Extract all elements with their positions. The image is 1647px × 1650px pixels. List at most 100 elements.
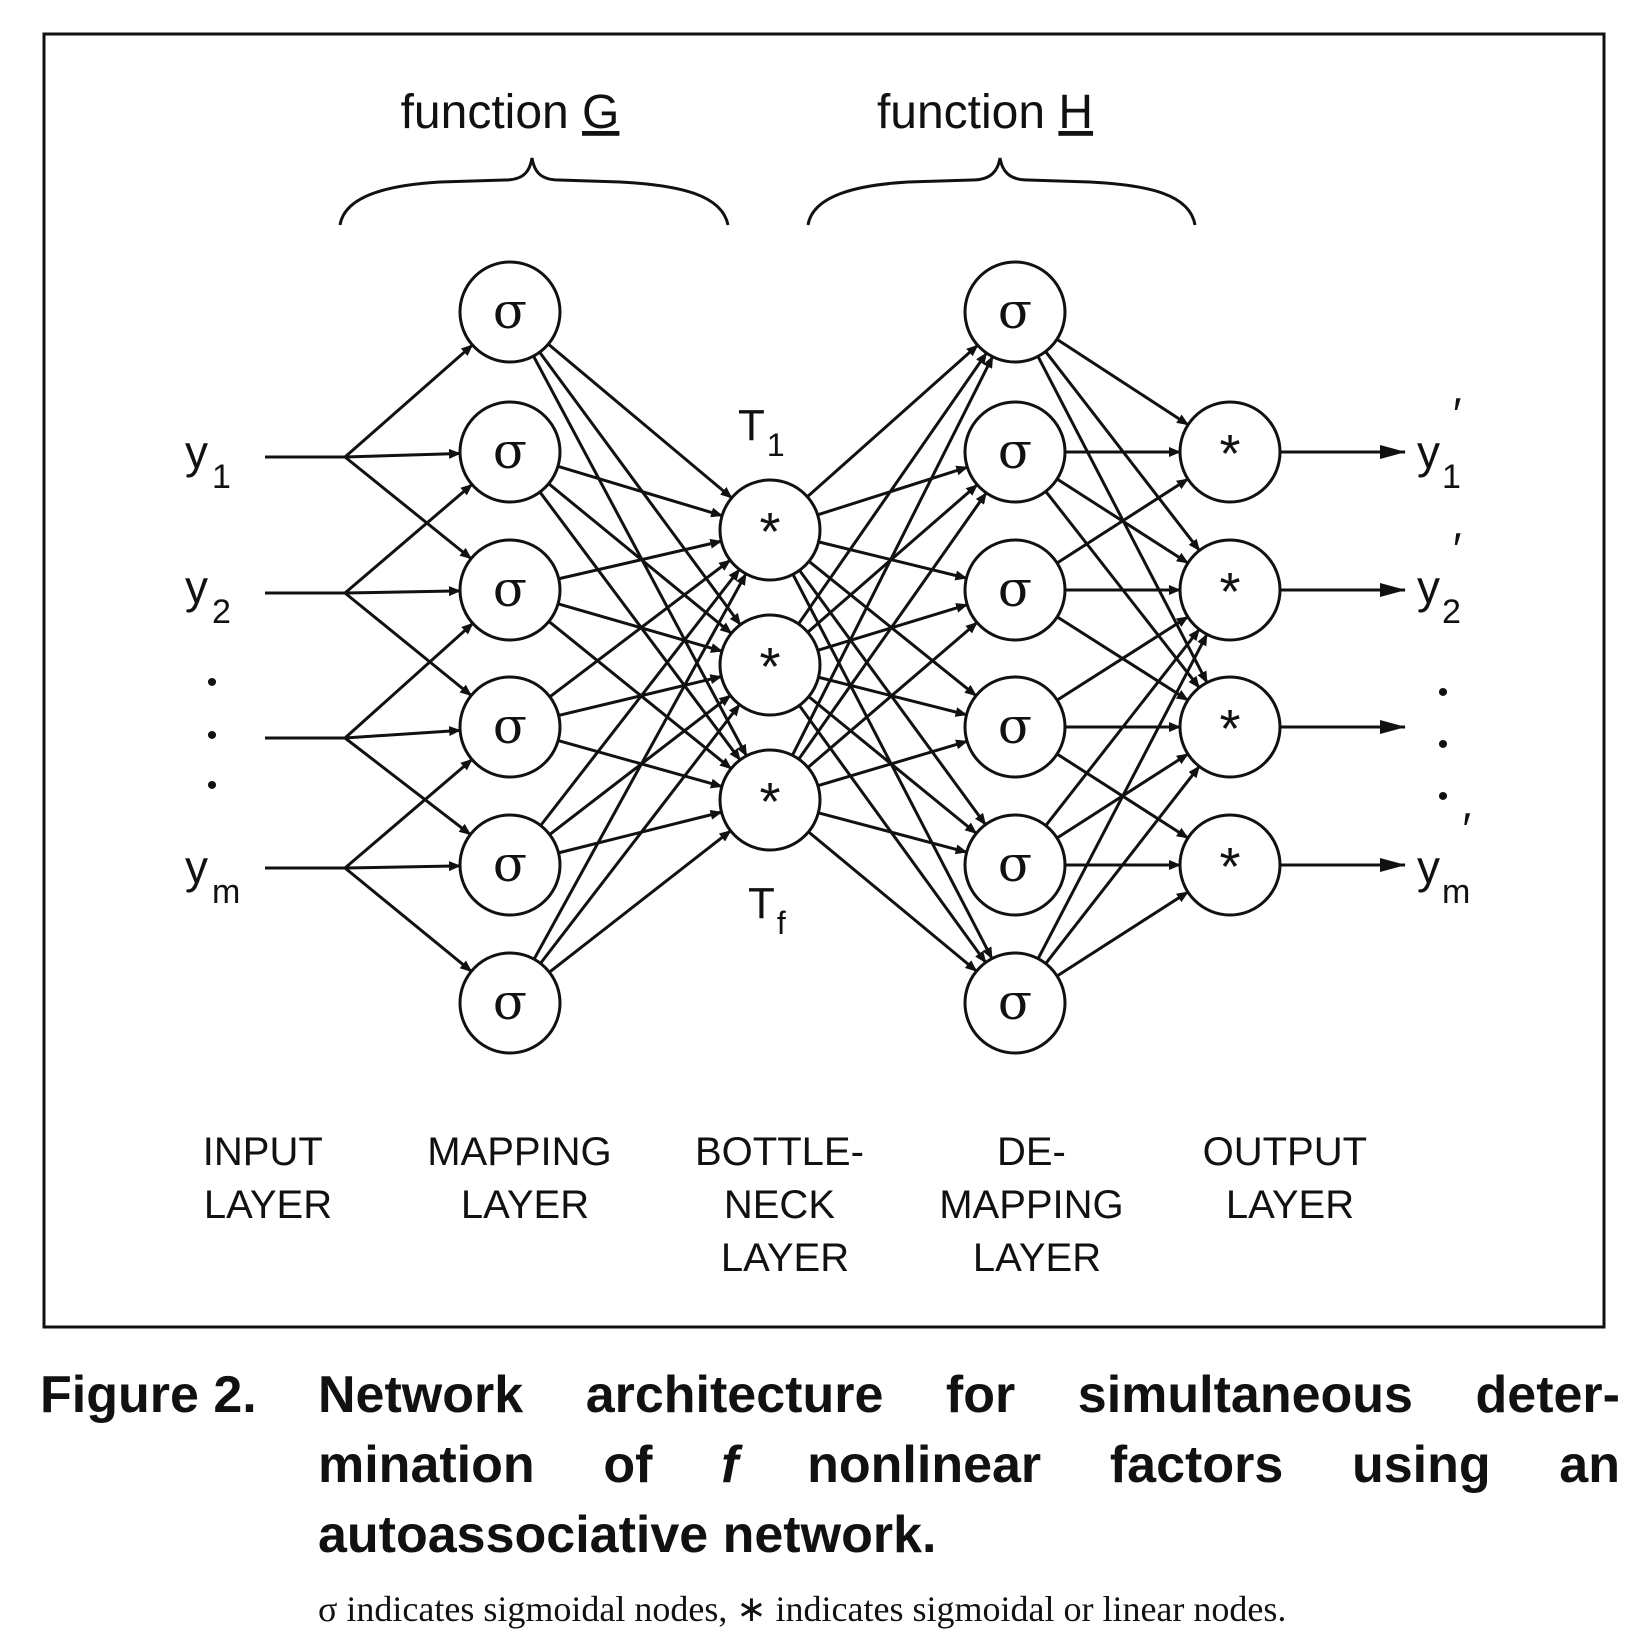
input-edge bbox=[344, 861, 462, 872]
bottleneck-node bbox=[718, 748, 822, 852]
mapping-bottleneck-edge bbox=[539, 568, 741, 827]
mapping-node bbox=[458, 400, 562, 504]
demapping-node bbox=[963, 400, 1067, 504]
output-node bbox=[1178, 538, 1282, 642]
sigma-symbol: σ bbox=[493, 422, 527, 480]
sigma-symbol: σ bbox=[493, 973, 527, 1031]
mapping-bottleneck-edge bbox=[547, 342, 733, 500]
input-edge bbox=[343, 622, 474, 740]
bottleneck-demapping-edge bbox=[806, 621, 979, 769]
mapping-bottleneck-edge bbox=[548, 559, 732, 698]
input-edge bbox=[344, 736, 472, 836]
network-diagram: function G function H σ σ σ σ σ σ * * * σ σ σ σ σ σ * * *… bbox=[42, 32, 1606, 1329]
mapping-bottleneck-edge bbox=[538, 351, 742, 626]
output-dot-1: • bbox=[1438, 676, 1449, 709]
output-label-m: ym′ bbox=[1417, 803, 1471, 911]
mapping-bottleneck-edge bbox=[558, 538, 723, 581]
demapping-node bbox=[963, 260, 1067, 364]
star-symbol: * bbox=[759, 772, 780, 832]
output-label-2: y2′ bbox=[1417, 523, 1462, 631]
input-edge bbox=[344, 586, 462, 597]
sigma-symbol: σ bbox=[493, 835, 527, 893]
output-node bbox=[1178, 675, 1282, 779]
bottleneck-demapping-edge bbox=[817, 811, 968, 855]
layer-label-demapping: DE- MAPPING LAYER bbox=[939, 1130, 1135, 1280]
demapping-output-edge bbox=[1056, 890, 1189, 978]
function-h-label: function H bbox=[877, 86, 1093, 139]
bottleneck-demapping-edge bbox=[797, 352, 988, 625]
input-edge bbox=[344, 591, 473, 697]
bottleneck-demapping-edge bbox=[806, 344, 979, 498]
star-symbol: * bbox=[1219, 562, 1240, 622]
demapping-node bbox=[963, 951, 1067, 1055]
input-edge bbox=[344, 455, 473, 560]
bottleneck-demapping-edge bbox=[791, 355, 994, 756]
mapping-bottleneck-edge bbox=[532, 355, 748, 757]
output-node bbox=[1178, 400, 1282, 504]
bottleneck-node bbox=[718, 613, 822, 717]
sigma-symbol: σ bbox=[493, 560, 527, 618]
bottleneck-demapping-edge bbox=[807, 830, 978, 973]
mapping-node bbox=[458, 951, 562, 1055]
star-symbol: * bbox=[759, 502, 780, 562]
factor-label-tf: Tf bbox=[748, 879, 786, 941]
demapping-output-edge bbox=[1056, 477, 1189, 565]
star-symbol: * bbox=[1219, 837, 1240, 897]
output-label-1: y1′ bbox=[1417, 388, 1462, 496]
layer-label-input: INPUT LAYER bbox=[203, 1130, 333, 1227]
layer-label-bottleneck: BOTTLE- NECK LAYER bbox=[695, 1130, 875, 1280]
output-dot-3: • bbox=[1438, 780, 1449, 813]
input-dot-3: • bbox=[207, 769, 218, 802]
factor-label-t1: T1 bbox=[738, 401, 785, 463]
bottleneck-demapping-edge bbox=[797, 492, 988, 760]
caption-f-variable: f bbox=[721, 1436, 739, 1494]
output-node bbox=[1178, 813, 1282, 917]
sigma-symbol: σ bbox=[998, 697, 1032, 755]
mapping-bottleneck-edge bbox=[532, 572, 748, 960]
layer-label-output: OUTPUT LAYER bbox=[1203, 1130, 1378, 1227]
input-edge bbox=[344, 726, 462, 740]
sigma-symbol: σ bbox=[998, 422, 1032, 480]
caption-text: Network architecture for simultaneous de… bbox=[318, 1366, 1620, 1564]
sigma-symbol: σ bbox=[998, 973, 1032, 1031]
input-edge bbox=[344, 758, 473, 870]
sigma-symbol: σ bbox=[998, 282, 1032, 340]
demapping-node bbox=[963, 538, 1067, 642]
input-dot-2: • bbox=[207, 719, 218, 752]
output-dot-2: • bbox=[1438, 728, 1449, 761]
bottleneck-demapping-edge bbox=[817, 739, 969, 788]
demapping-output-edge bbox=[1044, 628, 1201, 827]
input-edge bbox=[344, 448, 462, 459]
input-dot-1: • bbox=[207, 666, 218, 699]
demapping-output-edge bbox=[1056, 338, 1189, 426]
sigma-symbol: σ bbox=[998, 835, 1032, 893]
function-g-label: function G bbox=[401, 86, 620, 139]
mapping-bottleneck-edge bbox=[548, 829, 732, 974]
mapping-node bbox=[458, 538, 562, 642]
demapping-output-edge bbox=[1044, 765, 1201, 965]
star-symbol: * bbox=[1219, 699, 1240, 759]
mapping-bottleneck-edge bbox=[539, 703, 741, 965]
mapping-node bbox=[458, 260, 562, 364]
sigma-symbol: σ bbox=[493, 282, 527, 340]
sigma-symbol: σ bbox=[998, 560, 1032, 618]
demapping-node bbox=[963, 813, 1067, 917]
connections bbox=[265, 338, 1406, 978]
sigma-symbol: σ bbox=[493, 697, 527, 755]
figure-caption: Figure 2. Network architecture for simul… bbox=[40, 1360, 1620, 1630]
caption-figure-number: Figure 2. bbox=[40, 1366, 257, 1424]
figure-frame bbox=[42, 32, 1606, 1329]
bottleneck-node bbox=[718, 478, 822, 582]
mapping-node bbox=[458, 813, 562, 917]
demapping-output-edge bbox=[1036, 633, 1209, 960]
demapping-output-edge bbox=[1056, 615, 1189, 702]
input-edge bbox=[344, 483, 473, 595]
mapping-bottleneck-edge bbox=[557, 464, 724, 518]
demapping-node bbox=[963, 675, 1067, 779]
input-edge bbox=[344, 866, 473, 973]
star-symbol: * bbox=[1219, 424, 1240, 484]
